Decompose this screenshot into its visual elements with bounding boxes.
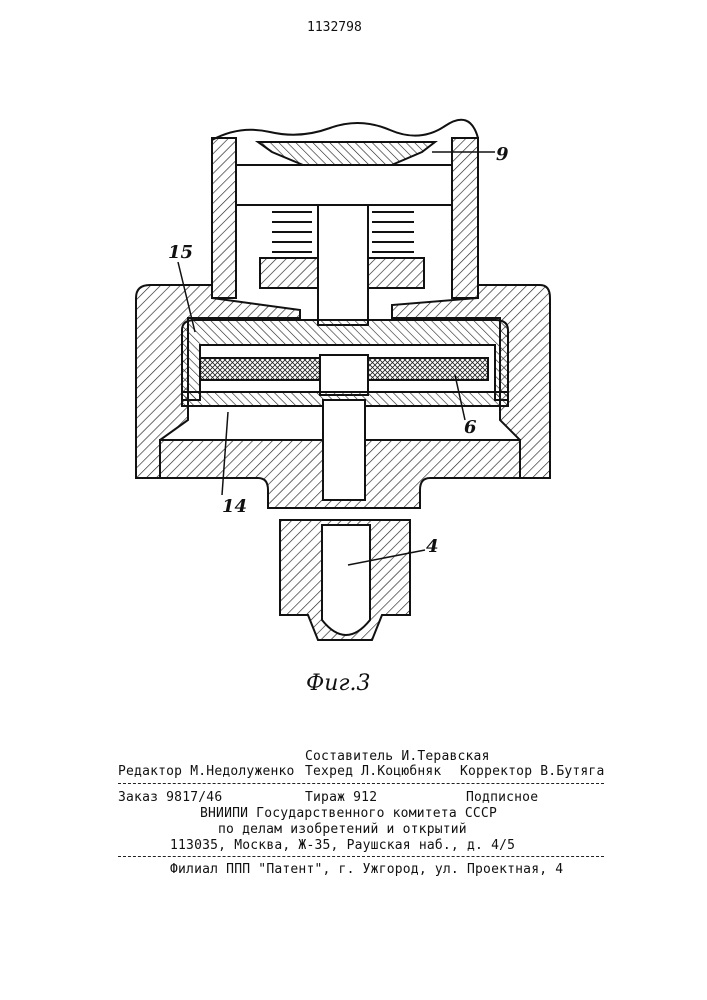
label-6: 6 — [464, 417, 477, 438]
mesh-pad-left — [200, 358, 320, 380]
mesh-pad-right — [368, 358, 488, 380]
label-14: 14 — [222, 496, 247, 517]
spring-left — [272, 212, 312, 252]
imprint-corrector: Корректор В.Бутяга — [460, 764, 604, 779]
upper-right-wall — [452, 138, 478, 298]
figure-caption: Фиг.3 — [306, 671, 371, 696]
label-15: 15 — [168, 242, 193, 263]
lower-stem — [323, 400, 365, 500]
imprint-editor: Редактор М.Недолуженко — [118, 764, 295, 779]
imprint-org-line1: ВНИИПИ Государственного комитета СССР — [200, 806, 497, 821]
imprint-subscription: Подписное — [466, 790, 538, 805]
imprint-circulation: Тираж 912 — [305, 790, 377, 805]
divider-1 — [118, 783, 604, 784]
imprint-techred: Техред Л.Коцюбняк — [305, 764, 441, 779]
nozzle-needle — [322, 525, 370, 635]
imprint-branch: Филиал ППП "Патент", г. Ужгород, ул. Про… — [170, 862, 563, 877]
imprint-compiler: Составитель И.Теравская — [305, 749, 490, 764]
imprint-address: 113035, Москва, Ж-35, Раушская наб., д. … — [170, 838, 515, 853]
spring-seat-right — [368, 258, 424, 288]
stem — [318, 205, 368, 325]
divider-2 — [118, 856, 604, 857]
imprint-org-line2: по делам изобретений и открытий — [218, 822, 467, 837]
imprint-order: Заказ 9817/46 — [118, 790, 222, 805]
top-break-line — [212, 120, 478, 140]
upper-plate — [236, 165, 452, 205]
label-9: 9 — [496, 144, 509, 165]
plunger-head — [320, 355, 368, 395]
label-4: 4 — [426, 536, 439, 557]
spring-right — [372, 212, 414, 252]
spring-seat-left — [260, 258, 318, 288]
upper-left-wall — [212, 138, 236, 298]
